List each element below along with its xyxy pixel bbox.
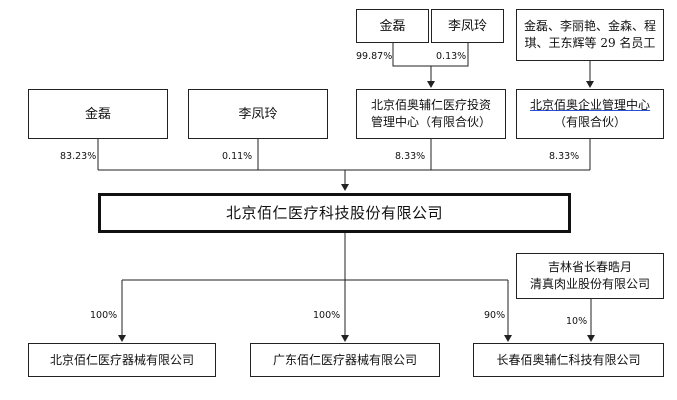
node-investment-center: 北京佰奥辅仁医疗投资 管理中心（有限合伙）: [356, 89, 506, 139]
pct-enterprise-center: 8.33%: [549, 151, 580, 162]
pct-jilin: 10%: [566, 316, 588, 327]
pct-guangdong-sub: 100%: [313, 310, 341, 321]
pct-jin-lei-top: 99.87%: [356, 51, 393, 62]
node-beijing-subsidiary: 北京佰仁医疗器械有限公司: [28, 343, 216, 377]
pct-jin-lei: 83.23%: [60, 151, 97, 162]
pct-investment-center: 8.33%: [395, 151, 426, 162]
node-li-fengling: 李凤玲: [188, 89, 328, 139]
node-jin-lei-top: 金磊: [356, 9, 429, 43]
node-guangdong-subsidiary: 广东佰仁医疗器械有限公司: [250, 343, 440, 377]
node-changchun-subsidiary: 长春佰奥辅仁科技有限公司: [473, 343, 664, 377]
pct-changchun-sub: 90%: [484, 310, 506, 321]
pct-li-fengling-top: 0.13%: [436, 51, 467, 62]
node-employees: 金磊、李丽艳、金森、程 琪、王东辉等 29 名员工: [516, 9, 664, 61]
pct-beijing-sub: 100%: [90, 310, 118, 321]
node-li-fengling-top: 李凤玲: [431, 9, 504, 43]
pct-li-fengling: 0.11%: [222, 151, 253, 162]
node-jin-lei: 金磊: [28, 89, 168, 139]
node-enterprise-center: 北京佰奥企业管理中心 （有限合伙）: [516, 89, 664, 139]
node-jilin: 吉林省长春晧月 清真肉业股份有限公司: [516, 253, 664, 299]
node-main-company: 北京佰仁医疗科技股份有限公司: [98, 193, 571, 233]
